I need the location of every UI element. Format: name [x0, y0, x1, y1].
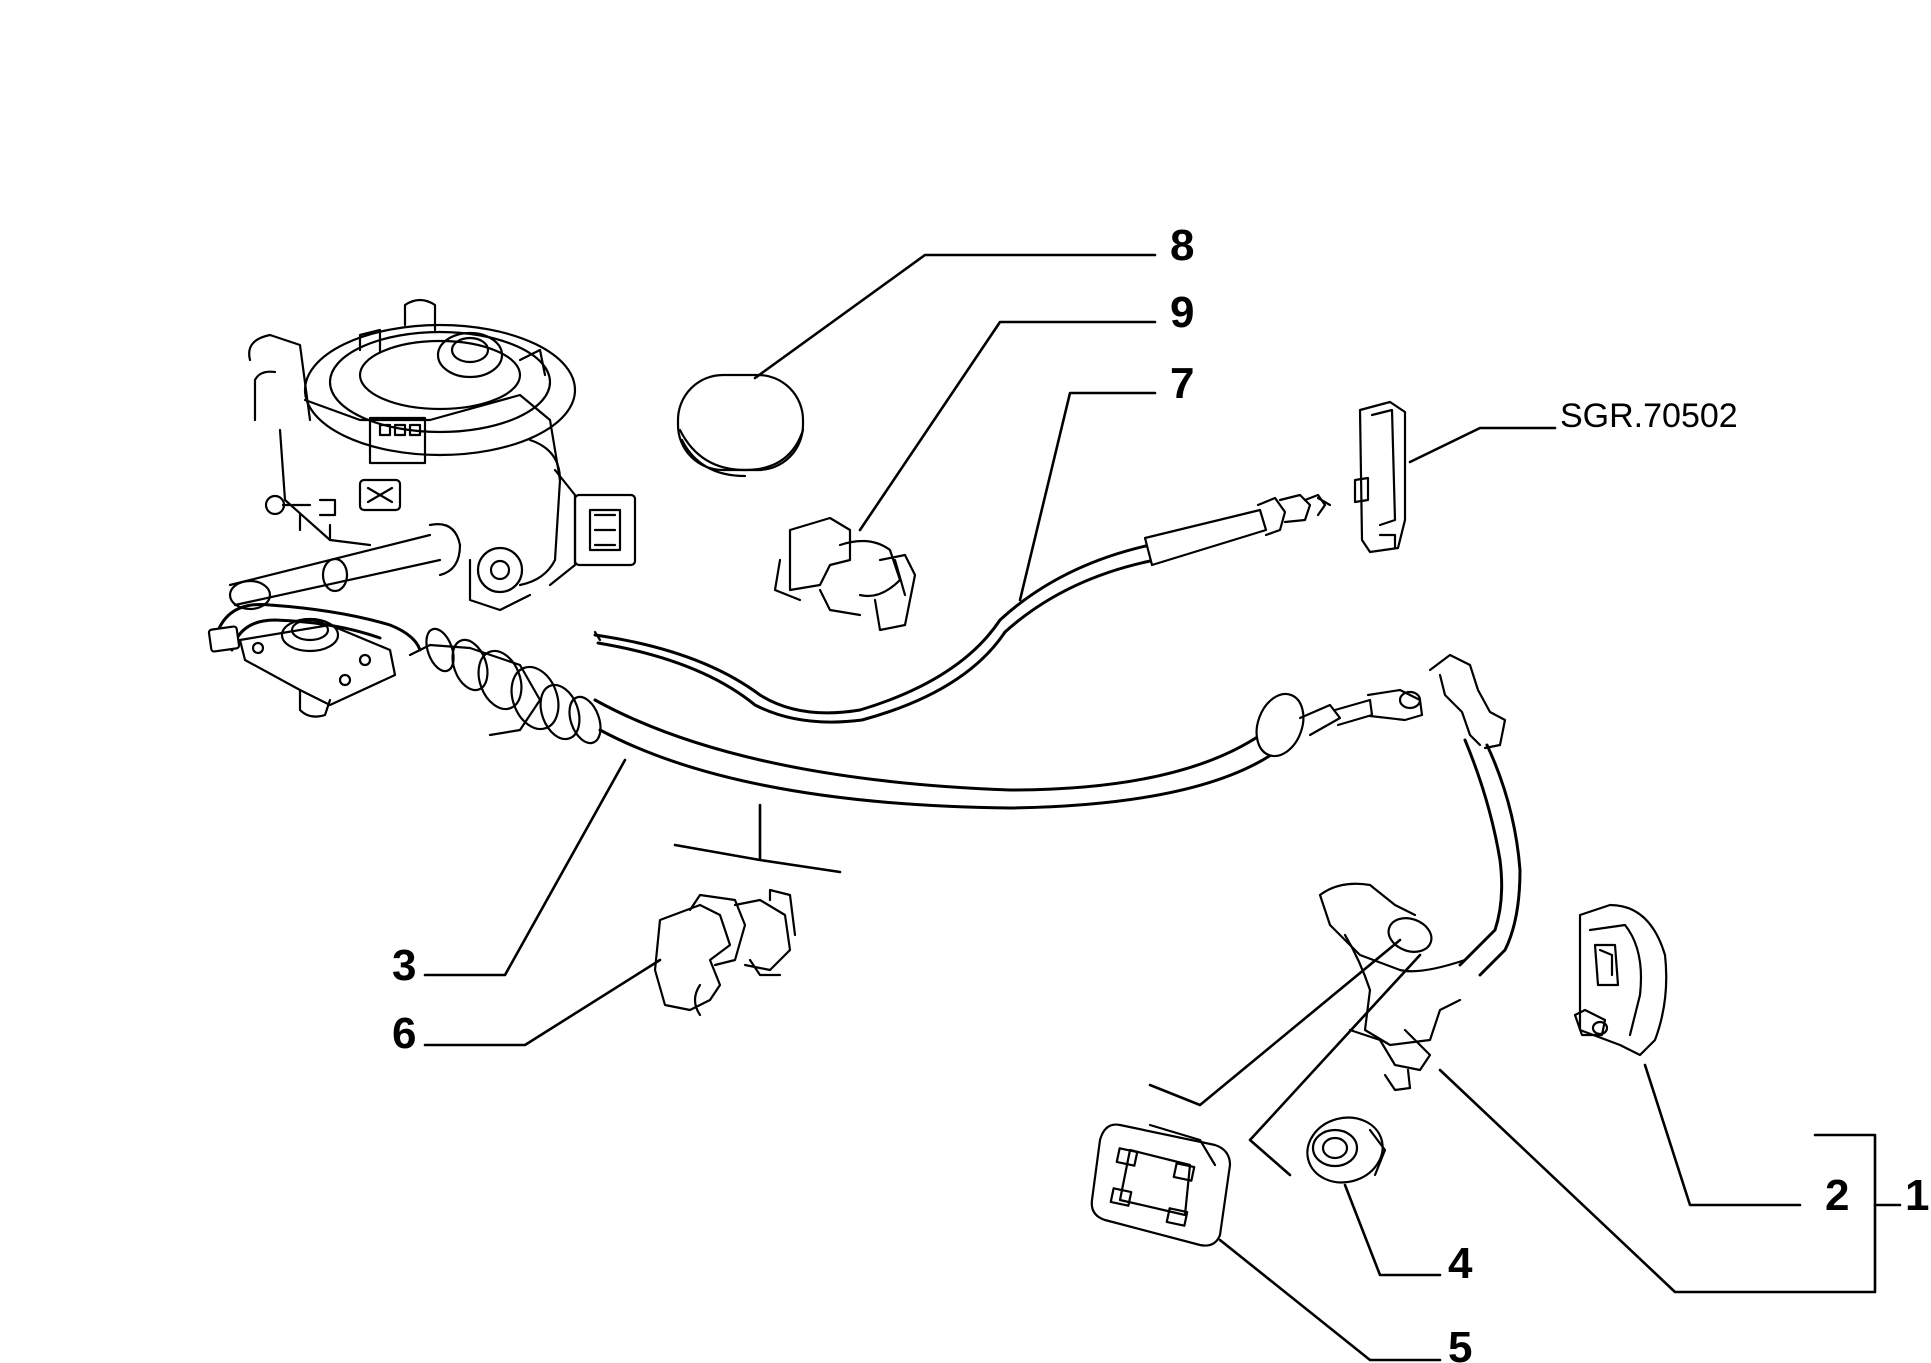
cable-clamp-part-6: [653, 888, 797, 1017]
callout-1: 1: [1905, 1171, 1929, 1220]
clip-part-9: [773, 516, 917, 632]
grommet-part-8: [676, 373, 805, 478]
callout-7: 7: [1170, 359, 1194, 408]
accelerator-cable: [408, 627, 1424, 810]
diagram-code: SGR.70502: [1560, 397, 1738, 435]
callout-3: 3: [392, 941, 416, 990]
callout-4: 4: [1448, 1239, 1473, 1288]
accelerator-pedal-lever: [1318, 653, 1522, 1092]
callout-2: 2: [1825, 1171, 1849, 1220]
callout-8: 8: [1170, 221, 1194, 270]
plate-part-2: [1573, 903, 1668, 1057]
nut-part-4: [1306, 1116, 1387, 1184]
retaining-clip: [1353, 400, 1407, 554]
callout-5: 5: [1448, 1323, 1472, 1363]
cable-end-loop: [207, 602, 422, 653]
throttle-body-assembly: [228, 298, 637, 718]
callout-labels: 8 9 7 SGR.70502 3 6 4 5 2 1: [392, 221, 1929, 1363]
callout-6: 6: [392, 1009, 416, 1058]
upper-cable: [593, 493, 1332, 724]
leader-lines: [423, 253, 1902, 1362]
pad-part-5: [1090, 1123, 1232, 1247]
callout-9: 9: [1170, 288, 1194, 337]
